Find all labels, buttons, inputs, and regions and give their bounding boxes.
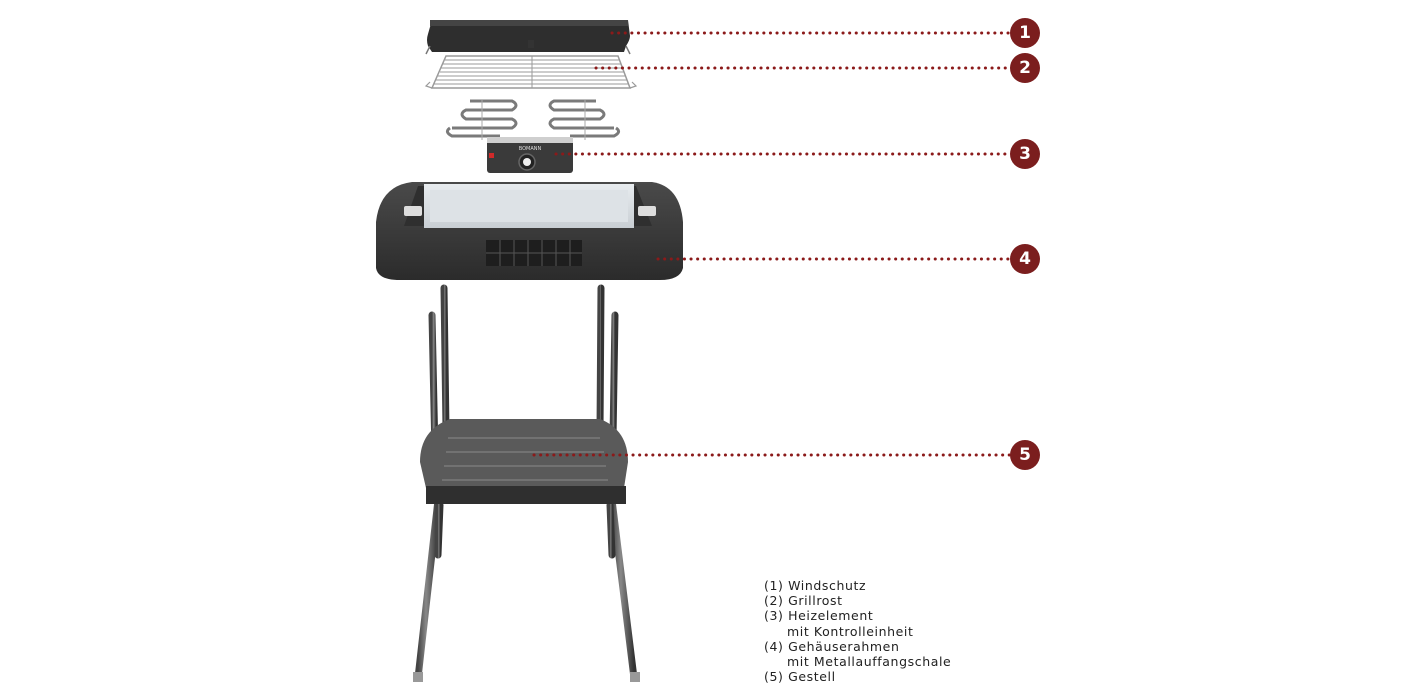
legend-item-3-detail: mit Kontrolleinheit [787, 623, 914, 639]
marker-4: 4 [1010, 244, 1040, 274]
marker-3: 3 [1010, 139, 1040, 169]
stand-part [413, 284, 640, 682]
marker-2: 2 [1010, 53, 1040, 83]
parts-legend: (1) Windschutz (2) Grillrost (3) Heizele… [764, 578, 951, 684]
legend-item-5: (5) Gestell [764, 669, 836, 685]
brand-label: BOMANN [519, 146, 542, 152]
legend-item-4-detail: mit Metallauffangschale [787, 654, 952, 670]
legend-item-2: (2) Grillrost [764, 593, 843, 609]
housing-frame-part [376, 182, 683, 280]
leader-lines [532, 31, 1012, 457]
legend-item-3: (3) Heizelement [764, 608, 874, 624]
heating-element-part: BOMANN [445, 99, 621, 173]
legend-item-4: (4) Gehäuserahmen [764, 638, 900, 654]
marker-5: 5 [1010, 440, 1040, 470]
marker-1: 1 [1010, 18, 1040, 48]
windshield-part [425, 20, 631, 55]
grill-grate-part [424, 55, 638, 89]
legend-item-1: (1) Windschutz [764, 578, 867, 593]
